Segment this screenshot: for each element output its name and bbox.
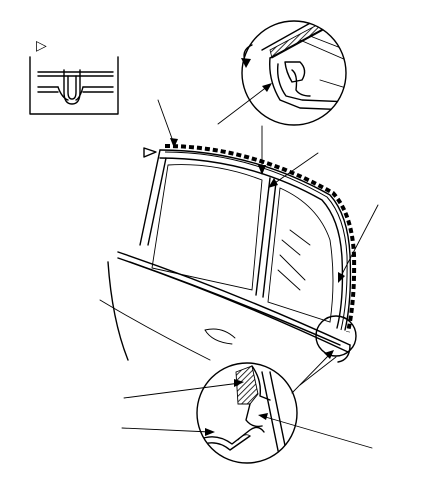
- marker-triangle-frame: [143, 147, 157, 158]
- clip-inset-box: [29, 56, 119, 115]
- weatherstrip-channel: [164, 144, 357, 333]
- bottom-detail-circle: [196, 362, 298, 464]
- marker-triangle-top: ▷: [36, 38, 47, 54]
- leader-lines: [121, 83, 379, 449]
- door-body: [99, 149, 352, 363]
- top-detail-circle: [241, 20, 347, 126]
